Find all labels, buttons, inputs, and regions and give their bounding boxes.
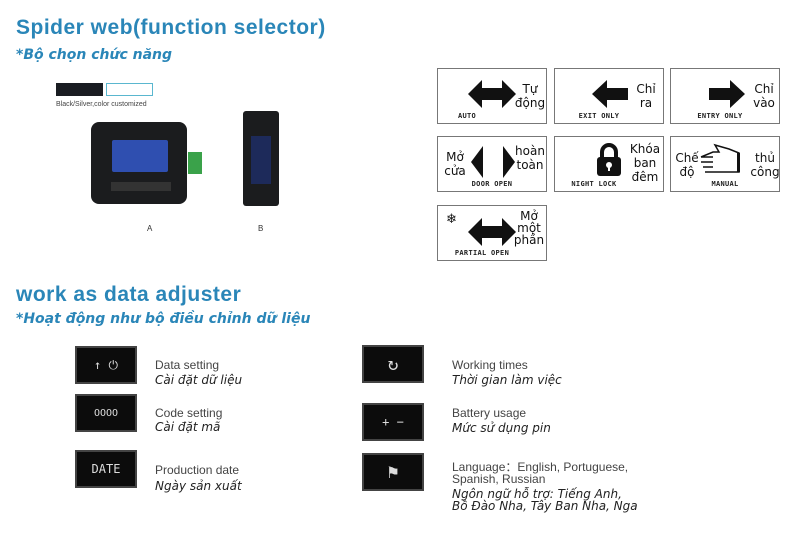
mode-vi-label: Khóa ban đêm	[629, 142, 661, 184]
function-en: Data setting	[155, 358, 220, 372]
double-arrow-icon	[468, 218, 516, 246]
mode-entry-only[interactable]: Chỉ vào ENTRY ONLY	[670, 68, 780, 124]
mode-caption: MANUAL	[711, 180, 739, 188]
color-caption: Black/Silver,color customized	[56, 101, 147, 108]
device-b-image	[243, 111, 279, 206]
mode-manual[interactable]: Chế độ thủ công MANUAL	[670, 136, 780, 192]
color-swatch-black	[56, 83, 103, 96]
mode-exit-only[interactable]: Chỉ ra EXIT ONLY	[554, 68, 664, 124]
device-a-image	[91, 122, 187, 204]
hand-icon	[700, 143, 740, 173]
mode-vi-label: thủ công	[750, 151, 780, 179]
section-subtitle: *Bộ chọn chức năng	[16, 47, 173, 63]
function-vi: Thời gian làm việc	[452, 373, 562, 387]
function-en: Working times	[452, 358, 528, 372]
function-en-line2: Spanish, Russian	[452, 472, 546, 486]
mode-vi-label: Mở một phần	[513, 209, 545, 247]
function-en: Production date	[155, 463, 240, 477]
door-open-arrows-icon	[471, 146, 515, 178]
function-en: Code setting	[155, 406, 223, 420]
mode-caption: NIGHT LOCK	[571, 180, 617, 188]
lock-icon	[597, 143, 621, 176]
mode-vi-label: Chỉ vào	[753, 82, 775, 110]
function-en: Battery usage	[452, 406, 527, 420]
function-en: Language：English, Portuguese,	[452, 460, 629, 474]
snowflake-icon: ❄	[446, 211, 457, 226]
function-vi: Cài đặt dữ liệu	[155, 373, 243, 387]
right-arrow-icon	[709, 80, 745, 108]
mode-vi-label: Chế độ	[675, 151, 699, 179]
mode-caption: EXIT ONLY	[578, 112, 620, 120]
production-date-icon: DATE	[75, 450, 137, 488]
mode-vi-label: Mở cửa	[444, 150, 466, 178]
mode-vi-label: Tự động	[514, 82, 546, 110]
data-setting-icon: ↑ ⏻	[75, 346, 137, 384]
mode-partial-open[interactable]: ❄ Mở một phần PARTIAL OPEN	[437, 205, 547, 261]
working-times-icon: ↻	[362, 345, 424, 383]
mode-vi-label: hoàn toàn	[515, 144, 545, 172]
code-setting-icon: OOOO	[75, 394, 137, 432]
mode-door-open[interactable]: Mở cửa hoàn toàn DOOR OPEN	[437, 136, 547, 192]
mode-night-lock[interactable]: Khóa ban đêm NIGHT LOCK	[554, 136, 664, 192]
left-arrow-icon	[592, 80, 628, 108]
battery-icon: + −	[362, 403, 424, 441]
function-vi: Ngôn ngữ hỗ trợ: Tiếng Anh,	[452, 487, 622, 501]
section-subtitle: *Hoạt động như bộ điều chỉnh dữ liệu	[16, 311, 311, 327]
connector-icon	[188, 152, 202, 174]
mode-caption: PARTIAL OPEN	[454, 249, 510, 257]
function-vi-line2: Bồ Đào Nha, Tây Ban Nha, Nga	[452, 499, 638, 513]
device-label-a: A	[147, 224, 153, 233]
function-vi: Ngày sản xuất	[155, 479, 242, 493]
mode-caption: DOOR OPEN	[471, 180, 513, 188]
mode-vi-label: Chỉ ra	[636, 82, 656, 110]
language-flag-icon: ⚑	[362, 453, 424, 491]
section-title-data-adjuster: work as data adjuster	[16, 283, 242, 306]
function-vi: Mức sử dụng pin	[452, 421, 551, 435]
mode-auto[interactable]: Tự động AUTO	[437, 68, 547, 124]
double-arrow-icon	[468, 80, 516, 108]
device-label-b: B	[258, 224, 264, 233]
color-swatch-silver	[106, 83, 153, 96]
mode-caption: ENTRY ONLY	[697, 112, 743, 120]
function-vi: Cài đặt mã	[155, 420, 221, 434]
mode-caption: AUTO	[457, 112, 477, 120]
section-title-spider-web: Spider web(function selector)	[16, 16, 326, 39]
